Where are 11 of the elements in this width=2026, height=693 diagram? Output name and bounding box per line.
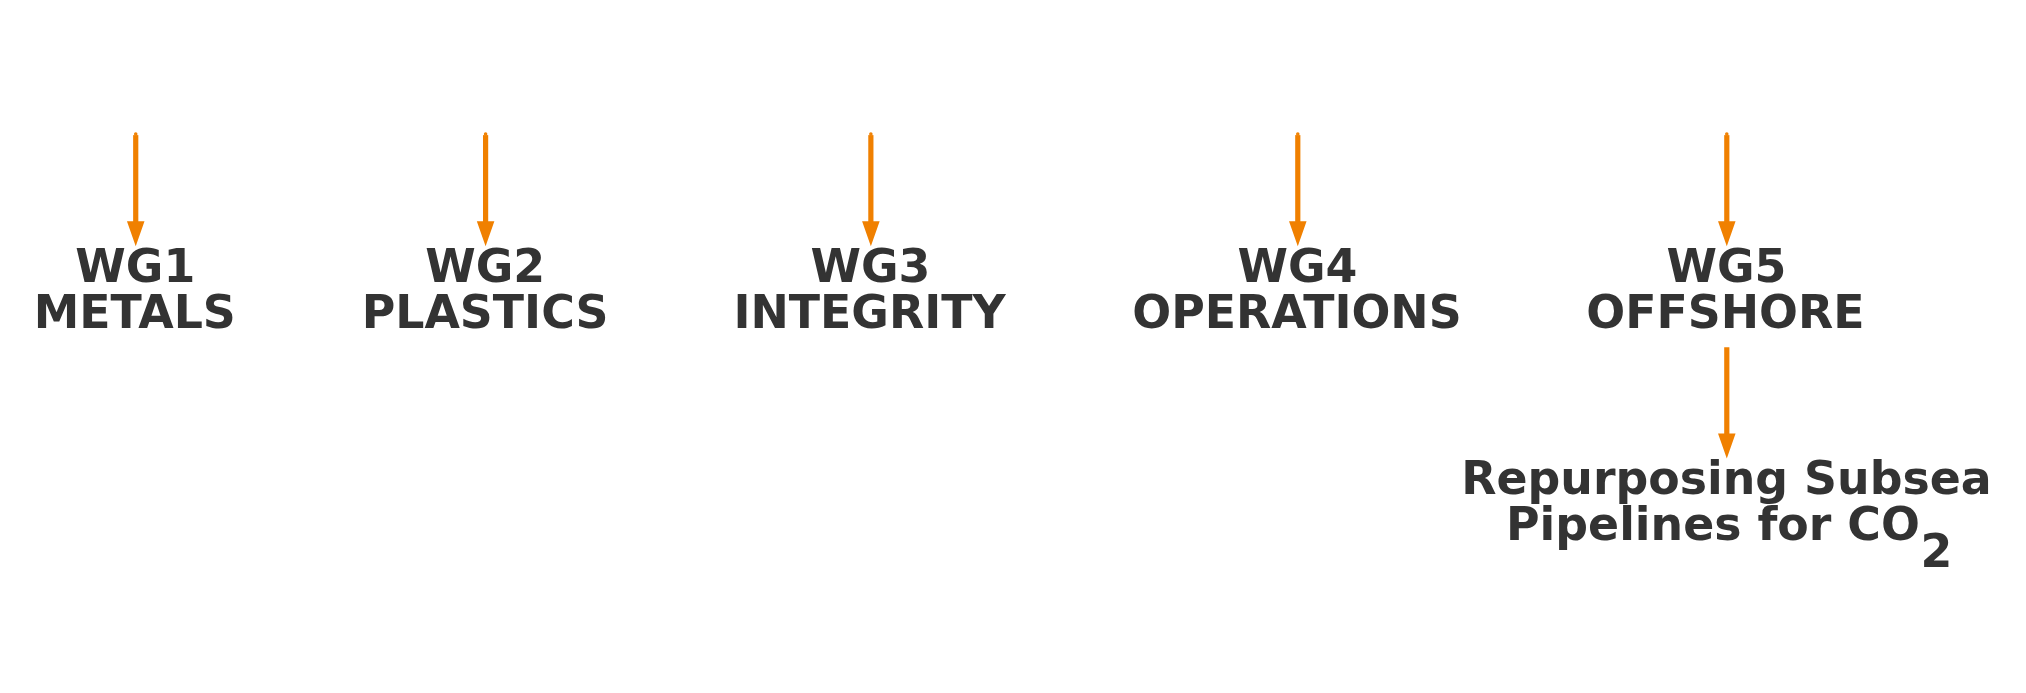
arrow	[126, 135, 145, 247]
arrow	[1718, 347, 1736, 459]
arrow	[862, 135, 880, 247]
node-text: WG3 INTEGRITY	[733, 238, 1006, 339]
node-text: WG4 OPERATIONS	[1132, 238, 1462, 339]
arrow	[1718, 135, 1736, 247]
node-text: WG1 METALS	[33, 238, 236, 339]
arrow	[1289, 135, 1307, 247]
arrow	[476, 135, 495, 247]
node-text: WG5 OFFSHORE	[1586, 238, 1865, 339]
node-text: WG2 PLASTICS	[361, 238, 609, 339]
